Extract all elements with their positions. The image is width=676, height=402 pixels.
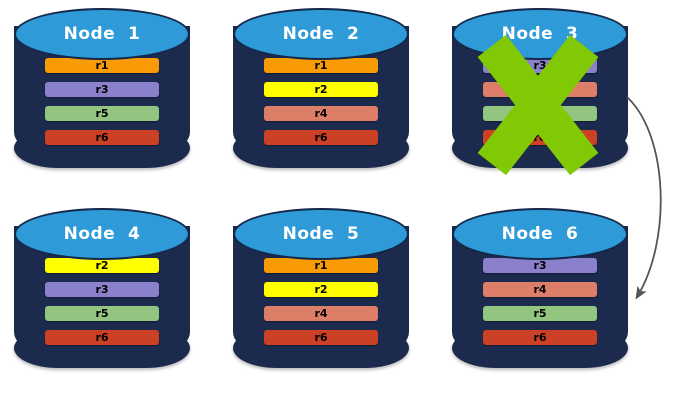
replica-row[interactable]: r3 <box>45 282 159 297</box>
replica-row[interactable]: r4 <box>483 282 597 297</box>
replica-row[interactable]: r6 <box>45 330 159 345</box>
cylinder-top-ellipse <box>14 8 190 60</box>
replica-row[interactable]: r6 <box>264 130 378 145</box>
replica-row[interactable]: r2 <box>264 282 378 297</box>
replica-row[interactable]: r5 <box>483 306 597 321</box>
cylinder-top-ellipse <box>14 208 190 260</box>
cylinder-top-ellipse <box>452 208 628 260</box>
replica-row[interactable]: r4 <box>483 82 597 97</box>
replica-row[interactable]: r3 <box>483 58 597 73</box>
replica-row[interactable]: r1 <box>264 258 378 273</box>
replica-row[interactable]: r5 <box>483 106 597 121</box>
replica-row[interactable]: r3 <box>45 82 159 97</box>
replica-row[interactable]: r3 <box>483 258 597 273</box>
cylinder-top-ellipse <box>452 8 628 60</box>
replica-row[interactable]: r4 <box>264 306 378 321</box>
replica-row[interactable]: r6 <box>264 330 378 345</box>
replica-row[interactable]: r1 <box>264 58 378 73</box>
replica-row[interactable]: r5 <box>45 306 159 321</box>
replica-row[interactable]: r6 <box>483 130 597 145</box>
replica-row[interactable]: r2 <box>264 82 378 97</box>
cylinder-top-ellipse <box>233 8 409 60</box>
replica-row[interactable]: r4 <box>264 106 378 121</box>
cylinder-top-ellipse <box>233 208 409 260</box>
replica-row-list: r3 r4 r5 r6 <box>483 258 597 354</box>
replica-row-list: r1 r2 r4 r6 <box>264 258 378 354</box>
replica-row-list: r1 r3 r5 r6 <box>45 58 159 154</box>
replica-row[interactable]: r5 <box>45 106 159 121</box>
replica-row-list: r2 r3 r5 r6 <box>45 258 159 354</box>
replica-row[interactable]: r1 <box>45 58 159 73</box>
replica-row[interactable]: r2 <box>45 258 159 273</box>
replica-row[interactable]: r6 <box>483 330 597 345</box>
replica-row-list: r1 r2 r4 r6 <box>264 58 378 154</box>
replica-row-list: r3 r4 r5 r6 <box>483 58 597 154</box>
failover-arrow-icon <box>626 96 662 300</box>
replica-row[interactable]: r6 <box>45 130 159 145</box>
